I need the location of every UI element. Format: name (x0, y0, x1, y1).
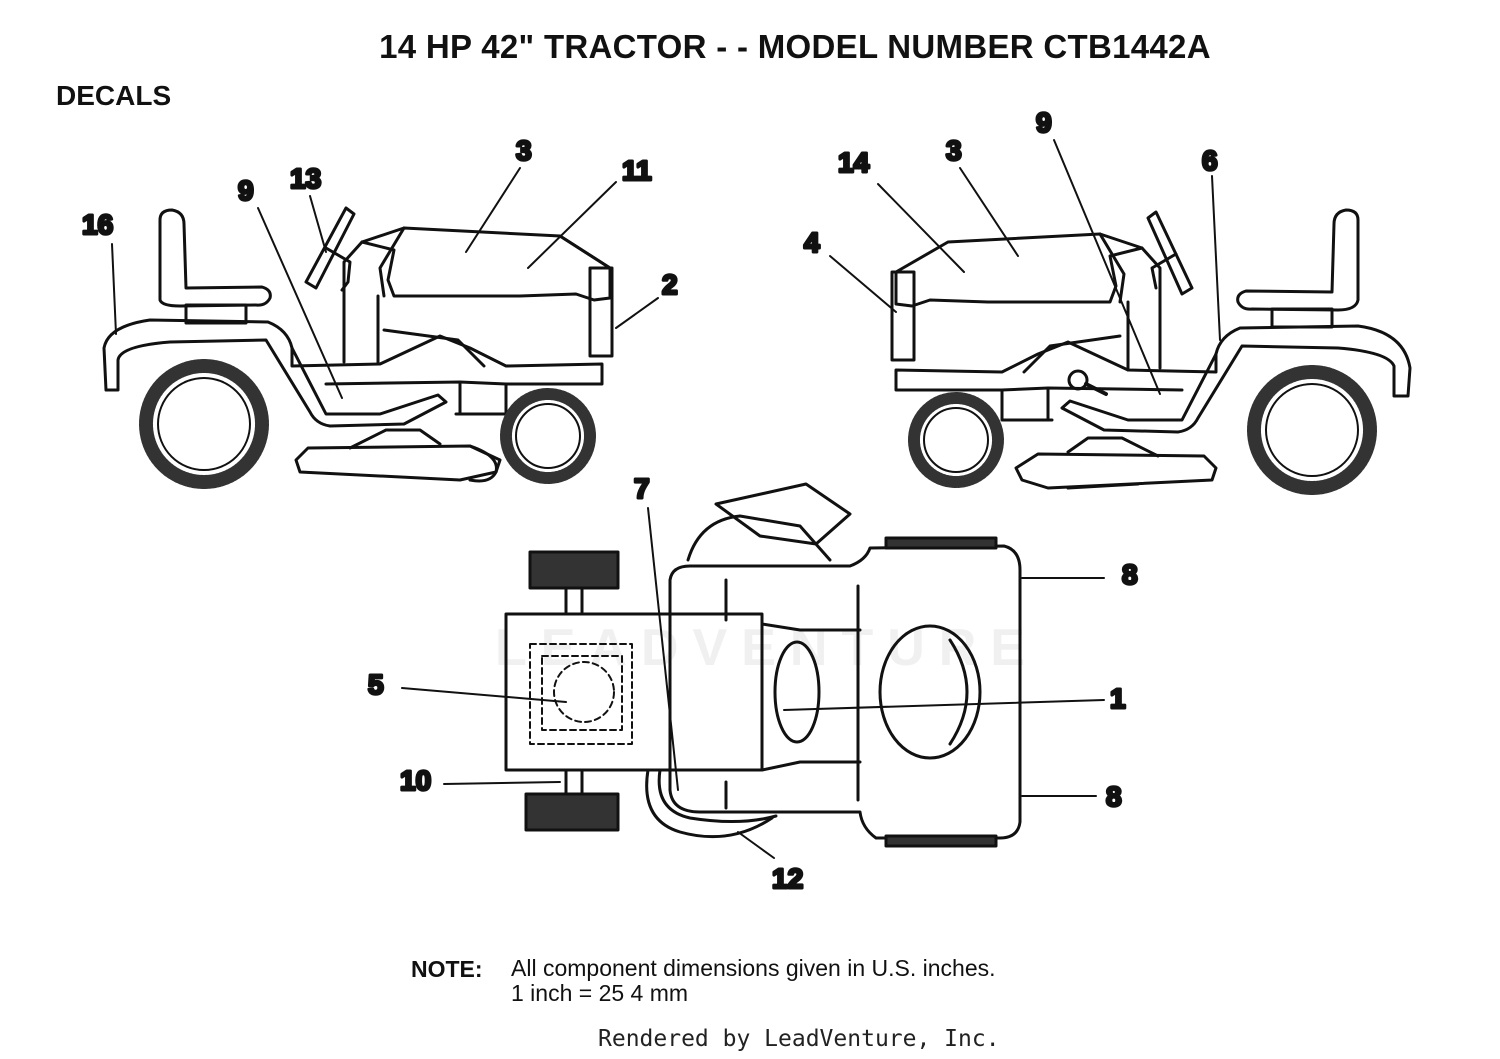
seat (1236, 208, 1360, 312)
callout-1: 1 (1110, 683, 1126, 714)
rear-wheel-top-2 (524, 792, 620, 832)
callout-5: 5 (368, 669, 384, 700)
note-label: NOTE: (411, 956, 483, 982)
callout-8-lower: 8 (1106, 781, 1122, 812)
note-text: All component dimensions given in U.S. i… (511, 956, 996, 1006)
callout-3-left: 3 (516, 135, 532, 166)
callout-10: 10 (400, 765, 431, 796)
top-leaders (401, 507, 1105, 859)
steering-wheel (304, 206, 356, 290)
section-heading: DECALS (56, 80, 172, 111)
rear-fender (1060, 324, 1412, 434)
note-line-2: 1 inch = 25 4 mm (511, 980, 689, 1006)
mower-deck (294, 444, 502, 482)
callout-12: 12 (772, 863, 803, 894)
tractor-right-view (890, 208, 1412, 495)
callout-8-upper: 8 (1122, 559, 1138, 590)
callout-3-right: 3 (946, 135, 962, 166)
hood-oval (878, 624, 982, 760)
watermark-text: LEADVENTURE (495, 619, 1040, 677)
tractor-top-view (504, 482, 1022, 848)
callout-9-left: 9 (238, 175, 254, 206)
right-leaders (829, 139, 1221, 395)
rear-wheel-right (1247, 365, 1377, 495)
callout-7: 7 (634, 473, 650, 504)
callout-16-left: 16 (82, 209, 113, 240)
steering-top (773, 640, 821, 744)
rear-body (504, 612, 764, 772)
left-leaders (111, 167, 659, 399)
frame (894, 340, 1218, 392)
callout-2: 2 (662, 269, 678, 300)
tractor-left-view (102, 206, 614, 489)
seat-top (714, 482, 852, 546)
frame (290, 334, 604, 386)
footer-credit: Rendered by LeadVenture, Inc. (598, 1026, 1000, 1052)
callout-6: 6 (1202, 145, 1218, 176)
rear-wheel-left (139, 359, 269, 489)
seat (158, 208, 272, 308)
note-line-1: All component dimensions given in U.S. i… (511, 955, 996, 981)
callout-13: 13 (290, 163, 321, 194)
callout-14: 14 (838, 147, 870, 178)
mower-deck (1014, 452, 1218, 490)
callout-4: 4 (804, 227, 820, 258)
front-wheel-right (908, 392, 1004, 488)
callout-11: 11 (622, 155, 652, 186)
front-wheel-left (500, 388, 596, 484)
diagram-title: 14 HP 42" TRACTOR - - MODEL NUMBER CTB14… (379, 28, 1211, 65)
steering-wheel (1146, 210, 1194, 296)
callout-9-right: 9 (1036, 107, 1052, 138)
rear-wheel-top-1 (528, 550, 620, 590)
rear-fender (102, 318, 448, 428)
